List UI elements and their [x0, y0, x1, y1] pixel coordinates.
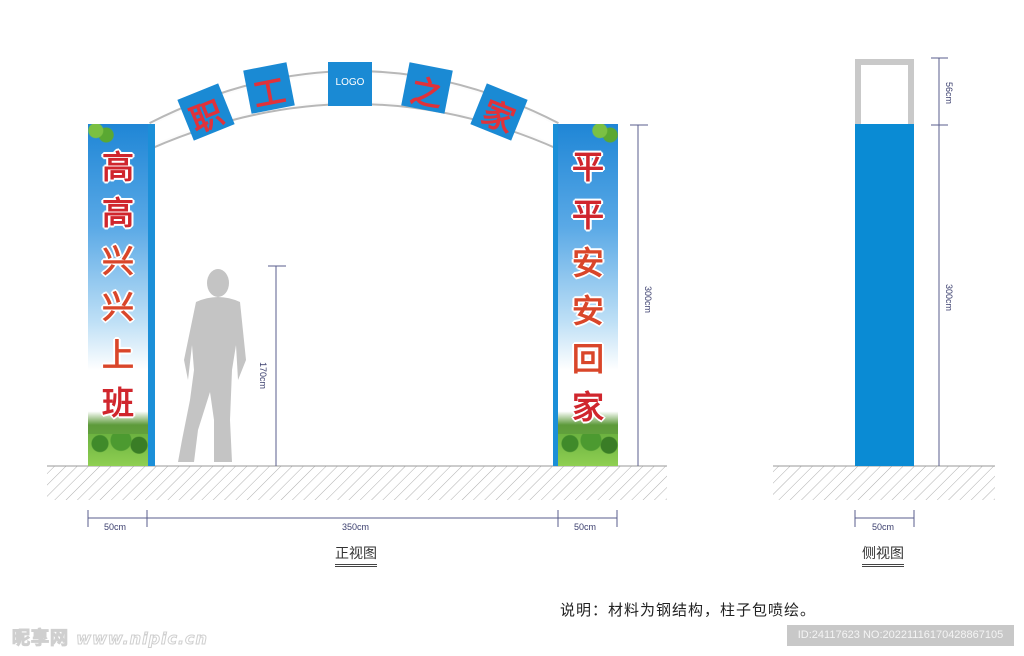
right-pillar-side	[553, 124, 561, 466]
front-ground-hatch	[47, 466, 667, 500]
arch-logo: LOGO	[335, 77, 365, 88]
left-pillar-char-5: 上	[101, 336, 134, 374]
watermark: 昵享网 www.nipic.cn	[12, 624, 208, 650]
right-width-label: 50cm	[574, 522, 597, 532]
side-height-dimension	[931, 57, 948, 466]
right-pillar-char-4: 安	[571, 292, 604, 330]
arch-panel-logo	[328, 62, 372, 106]
human-height-dimension	[268, 265, 286, 466]
left-pillar-char-4: 兴	[101, 288, 134, 326]
human-silhouette	[178, 269, 246, 462]
leaves-decoration	[592, 124, 618, 146]
left-pillar-char-6: 班	[101, 384, 134, 422]
left-width-label: 50cm	[104, 522, 127, 532]
material-note: 说明：材料为钢结构，柱子包喷绘。	[560, 601, 817, 619]
right-pillar: 平 平 安 安 回 家	[558, 124, 618, 466]
arch-panel-5	[470, 83, 528, 141]
left-pillar-char-1: 高	[101, 148, 134, 186]
side-pillar-height-label: 300cm	[944, 284, 954, 312]
id-badge: ID:24117623 NO:20221116170428867105	[787, 625, 1014, 646]
side-width-dimension	[854, 510, 915, 527]
right-pillar-char-1: 平	[571, 148, 604, 186]
left-pillar-char-2: 高	[101, 194, 134, 232]
arch-panel-1	[177, 83, 235, 141]
watermark-brand: 昵享网	[12, 628, 69, 650]
side-ground-hatch	[773, 466, 995, 500]
middle-width-label: 350cm	[342, 522, 370, 532]
front-view-title: 正视图	[335, 543, 377, 567]
arch-panel-2	[243, 62, 295, 114]
pillar-height-dimension	[630, 124, 648, 466]
left-pillar-side	[147, 124, 155, 466]
side-view-title: 侧视图	[862, 543, 904, 567]
pillar-height-label: 300cm	[643, 286, 653, 314]
right-pillar-char-2: 平	[571, 196, 604, 234]
right-pillar-char-3: 安	[571, 244, 604, 282]
grass-decoration	[88, 434, 148, 466]
right-pillar-char-5: 回	[571, 340, 604, 378]
side-pillar	[855, 59, 914, 466]
grass-decoration	[558, 434, 618, 466]
leaves-decoration	[88, 124, 114, 146]
human-height-label: 170cm	[258, 362, 268, 390]
watermark-url: www.nipic.cn	[76, 629, 208, 649]
arch-panel-4	[401, 62, 453, 114]
side-top-height-label: 56cm	[944, 82, 954, 105]
right-pillar-char-6: 家	[571, 388, 604, 426]
left-pillar: 高 高 兴 兴 上 班	[88, 124, 148, 466]
width-dimension	[87, 510, 618, 527]
left-pillar-char-3: 兴	[101, 242, 134, 280]
side-width-label: 50cm	[872, 522, 895, 532]
